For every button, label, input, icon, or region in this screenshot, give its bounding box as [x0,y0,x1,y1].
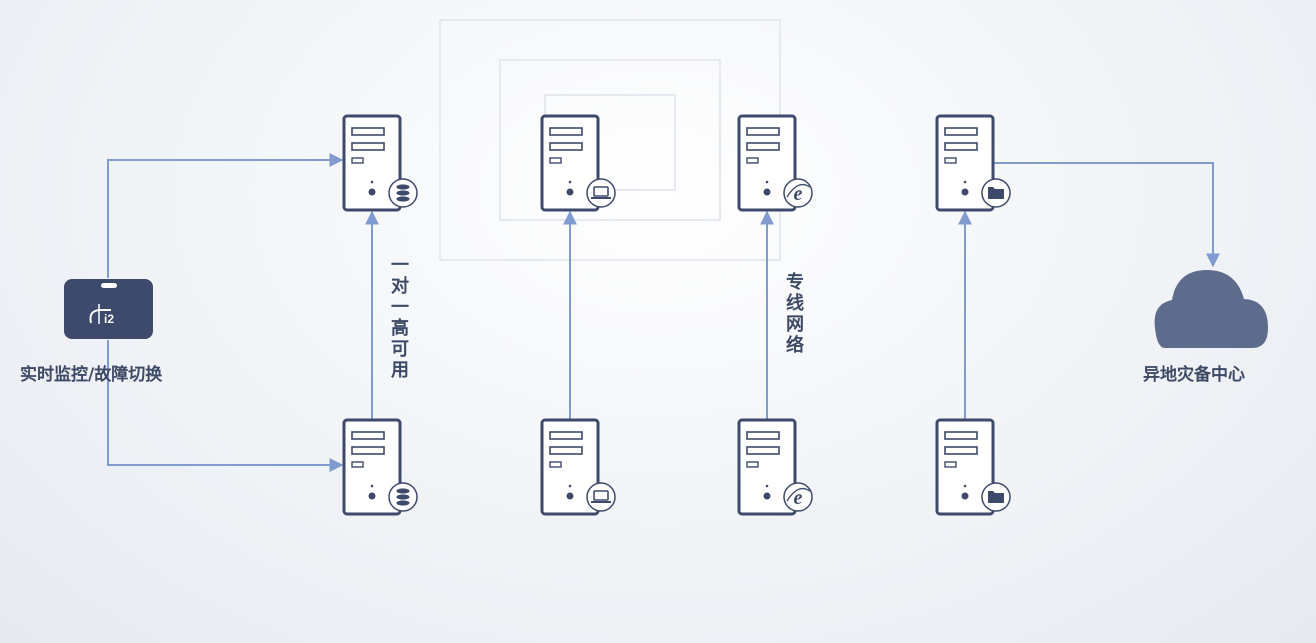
monitor-device: i2 [64,279,153,339]
laptop-icon [586,178,616,208]
dr-link-line [993,162,1220,268]
server-backup-1 [342,418,418,516]
cloud-icon [1154,270,1268,348]
server-primary-3: e [737,114,813,212]
database-icon [388,178,418,208]
monitor-to-primary-line [107,153,344,278]
dr-label: 异地灾备中心 [1143,365,1245,385]
svg-text:e: e [794,487,803,509]
folder-icon [981,482,1011,512]
server-backup-2 [540,418,616,516]
server-backup-4 [935,418,1011,516]
network-label: 专线网络 [783,272,804,356]
monitor-label: 实时监控/故障切换 [20,365,163,385]
servers: ee [342,114,1011,516]
connectors [107,153,1220,472]
browser-e-icon: e [783,178,813,208]
server-primary-2 [540,114,616,212]
folder-icon [981,178,1011,208]
browser-e-icon: e [783,482,813,512]
svg-text:e: e [794,183,803,205]
server-backup-3: e [737,418,813,516]
background-corridor [439,19,781,261]
server-primary-4 [935,114,1011,212]
server-primary-1 [342,114,418,212]
monitor-logo-text: i2 [104,312,114,326]
database-icon [388,482,418,512]
ha-label: 一对一高可用 [388,255,409,381]
monitor-to-secondary-line [107,340,344,472]
laptop-icon [586,482,616,512]
